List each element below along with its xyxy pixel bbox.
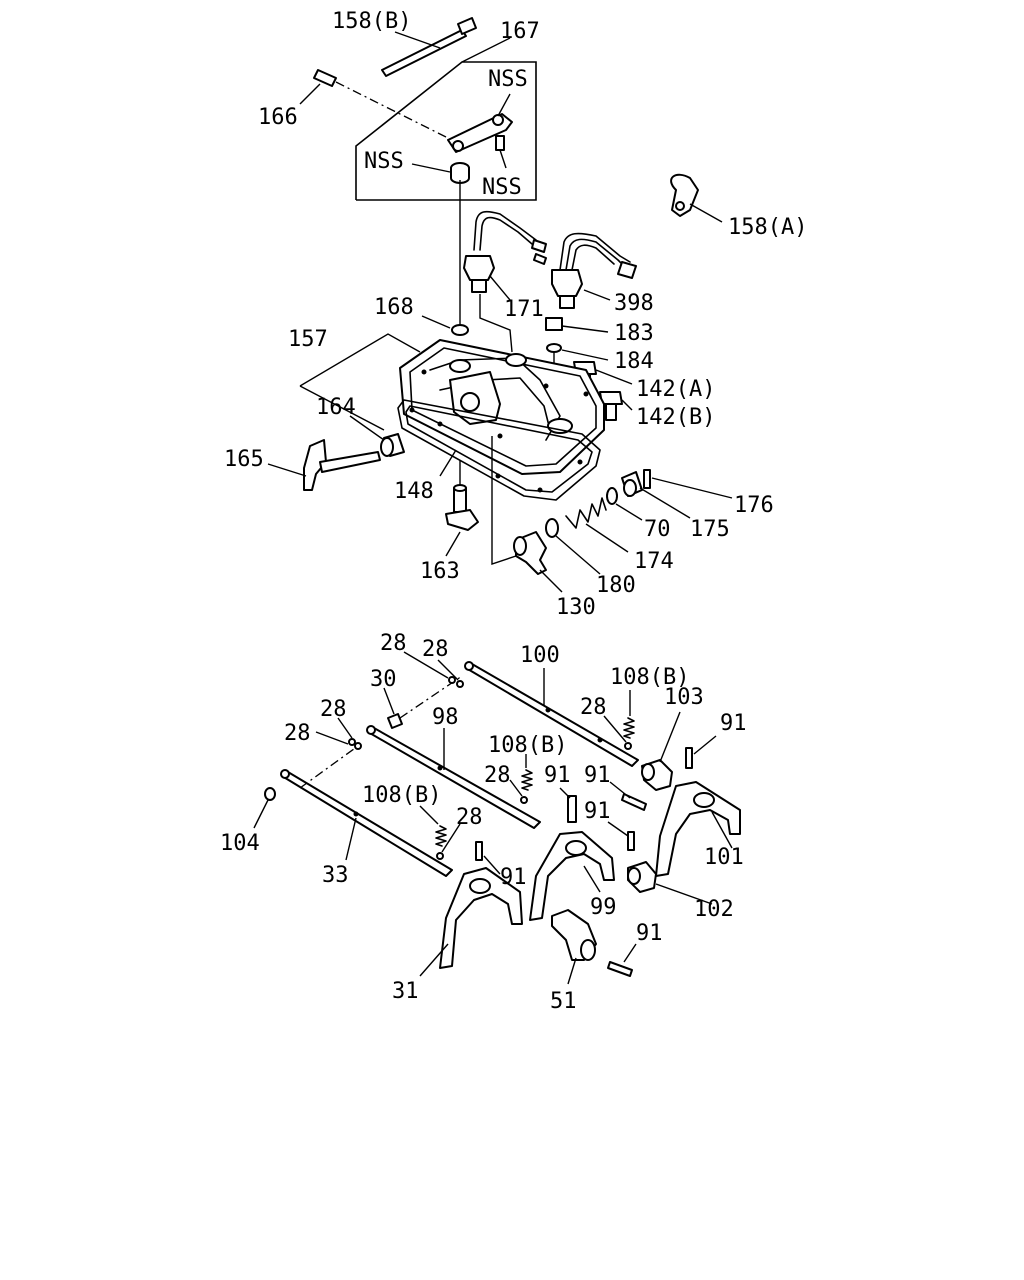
label-91-c: 91 xyxy=(584,763,611,788)
label-28-a: 28 xyxy=(380,631,407,656)
label-70: 70 xyxy=(644,517,671,542)
label-142b: 142(B) xyxy=(636,405,715,430)
washer-180 xyxy=(545,518,601,575)
plug-175 xyxy=(621,471,691,519)
label-33: 33 xyxy=(322,863,349,888)
label-142a: 142(A) xyxy=(636,377,715,402)
washer-184 xyxy=(546,343,609,361)
label-nss-right: NSS xyxy=(482,175,522,200)
label-28-d: 28 xyxy=(580,695,607,720)
label-28-e: 28 xyxy=(284,721,311,746)
label-163: 163 xyxy=(420,559,460,584)
label-103: 103 xyxy=(664,685,704,710)
label-101: 101 xyxy=(704,845,744,870)
washer-70 xyxy=(606,487,643,521)
shift-fork-99 xyxy=(529,831,615,921)
label-171: 171 xyxy=(504,297,544,322)
label-nss-top: NSS xyxy=(488,67,528,92)
spring-174 xyxy=(565,497,629,553)
shift-lug-51 xyxy=(551,909,597,985)
label-91-a: 91 xyxy=(720,711,747,736)
label-nss-left: NSS xyxy=(364,149,404,174)
switch-171 xyxy=(463,210,547,353)
label-164: 164 xyxy=(316,395,356,420)
spring-108b-group xyxy=(419,690,635,847)
gasket-148 xyxy=(397,399,601,501)
shift-block-130 xyxy=(491,436,563,593)
clamp-158a xyxy=(670,173,723,223)
washer-168 xyxy=(421,315,469,336)
shift-rod-33 xyxy=(280,769,453,877)
label-157: 157 xyxy=(288,327,328,352)
bolt-183 xyxy=(545,317,609,333)
label-165: 165 xyxy=(224,447,264,472)
label-98: 98 xyxy=(432,705,459,730)
label-108b-low: 108(B) xyxy=(362,783,441,808)
ball-28-group xyxy=(315,651,632,860)
label-108b-top: 108(B) xyxy=(610,665,689,690)
shift-fork-31 xyxy=(419,867,523,977)
stud-166 xyxy=(299,69,337,105)
kit-box-167 xyxy=(355,37,537,201)
label-28-f: 28 xyxy=(484,763,511,788)
label-174: 174 xyxy=(634,549,674,574)
label-28-g: 28 xyxy=(456,805,483,830)
label-104: 104 xyxy=(220,831,260,856)
shift-block-102 xyxy=(627,861,713,905)
pin-91-group xyxy=(475,735,717,977)
label-28-c: 28 xyxy=(320,697,347,722)
label-91-d: 91 xyxy=(584,799,611,824)
label-99: 99 xyxy=(590,895,617,920)
label-102: 102 xyxy=(694,897,734,922)
shift-rod-98 xyxy=(366,725,541,829)
label-108b-mid: 108(B) xyxy=(488,733,567,758)
label-130: 130 xyxy=(556,595,596,620)
label-158a: 158(A) xyxy=(728,215,807,240)
label-176: 176 xyxy=(734,493,774,518)
shift-rod-100 xyxy=(464,661,639,767)
label-167: 167 xyxy=(500,19,540,44)
bolt-142b xyxy=(599,391,633,421)
shift-block-103 xyxy=(641,711,681,791)
label-168: 168 xyxy=(374,295,414,320)
label-148: 148 xyxy=(394,479,434,504)
label-183: 183 xyxy=(614,321,654,346)
label-158b: 158(B) xyxy=(332,9,411,34)
label-91-b: 91 xyxy=(544,763,571,788)
pin-176 xyxy=(643,469,733,499)
label-91-e: 91 xyxy=(500,865,527,890)
label-180: 180 xyxy=(596,573,636,598)
cable-tie-158b xyxy=(381,17,477,77)
label-100: 100 xyxy=(520,643,560,668)
label-398: 398 xyxy=(614,291,654,316)
interlock-pin-30 xyxy=(383,687,403,729)
label-51: 51 xyxy=(550,989,577,1014)
switch-398 xyxy=(551,232,637,309)
label-175: 175 xyxy=(690,517,730,542)
label-31: 31 xyxy=(392,979,419,1004)
label-184: 184 xyxy=(614,349,654,374)
label-28-b: 28 xyxy=(422,637,449,662)
plug-104 xyxy=(253,787,276,829)
label-30: 30 xyxy=(370,667,397,692)
callout-labels: 158(B) 167 NSS 166 NSS NSS 158(A) 171 39… xyxy=(220,9,807,1014)
bushing-164 xyxy=(349,415,405,457)
lever-shaft-165 xyxy=(267,439,381,491)
pivot-163 xyxy=(445,484,479,557)
label-91-f: 91 xyxy=(636,921,663,946)
label-166: 166 xyxy=(258,105,298,130)
